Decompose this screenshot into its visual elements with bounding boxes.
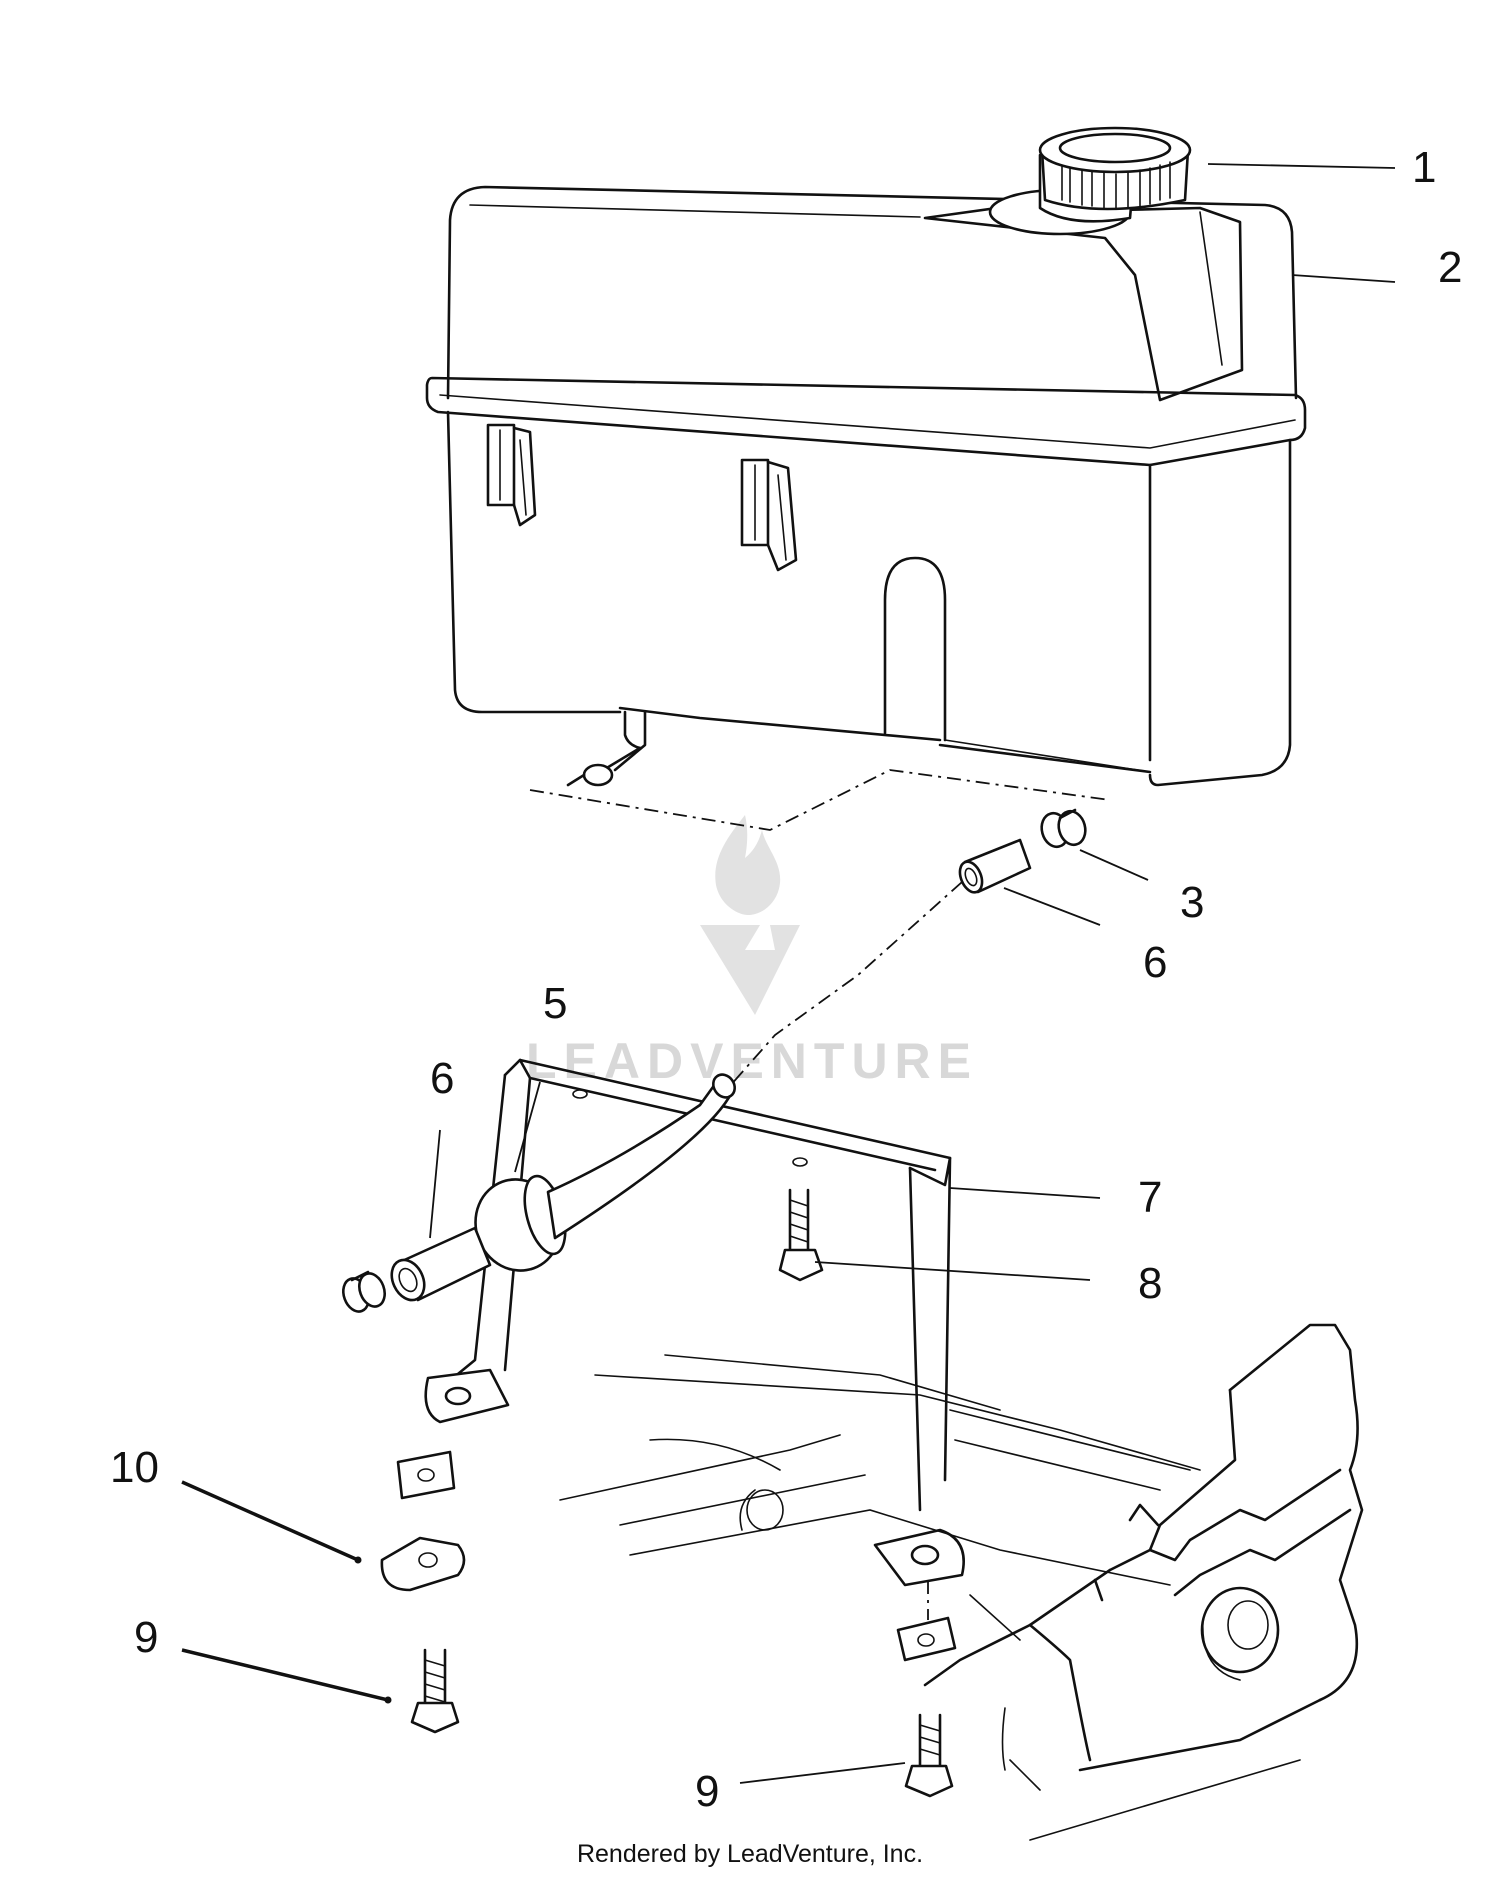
fuel-tank (425, 185, 1307, 831)
watermark-text: LEADVENTURE (526, 1033, 978, 1089)
assembly-centerline-tank (529, 769, 1111, 831)
callout-9-left: 9 (134, 1613, 158, 1662)
bolt-bracket (778, 1188, 824, 1282)
fuel-hose-long (390, 1073, 736, 1302)
callout-3: 3 (1180, 878, 1204, 927)
watermark: LEADVENTURE (526, 815, 978, 1089)
callout-6-upper: 6 (1143, 938, 1167, 987)
bolt-left (410, 1648, 460, 1734)
tank-arch-cutout (883, 556, 947, 742)
callout-2: 2 (1438, 243, 1462, 292)
callout-5: 5 (543, 979, 567, 1028)
tank-lower-body (446, 410, 622, 714)
bolt-right (904, 1713, 954, 1798)
tank-lid-outline (446, 185, 1298, 400)
callout-6-lower: 6 (430, 1054, 454, 1103)
nut-plate (380, 1450, 466, 1592)
tank-rim (425, 376, 1307, 467)
fuel-cap (988, 126, 1192, 236)
callout-9-right: 9 (695, 1767, 719, 1816)
assembly-centerline-hose (721, 881, 963, 1096)
callout-1: 1 (1412, 143, 1436, 192)
tank-bracket (424, 1058, 965, 1587)
hose-clamp-upper (1040, 808, 1087, 849)
watermark-v-logo-icon (700, 925, 800, 1015)
fuel-hose-short (958, 838, 1032, 894)
tank-mount-tab-left (486, 423, 537, 527)
mower-chassis (559, 1323, 1364, 1841)
hose-clamp-lower (342, 1270, 386, 1313)
leader-lines (181, 163, 1396, 1784)
callout-8: 8 (1138, 1259, 1162, 1308)
tank-outlet-fitting (566, 710, 647, 787)
square-nut-right (896, 1616, 957, 1662)
callout-10: 10 (110, 1443, 159, 1492)
callout-labels: 1 2 3 6 5 6 7 8 10 9 9 (110, 143, 1462, 1816)
footer-credit: Rendered by LeadVenture, Inc. (577, 1840, 923, 1868)
callout-7: 7 (1138, 1173, 1162, 1222)
tank-mount-tab-right (740, 458, 798, 572)
watermark-flame-icon (715, 815, 781, 915)
